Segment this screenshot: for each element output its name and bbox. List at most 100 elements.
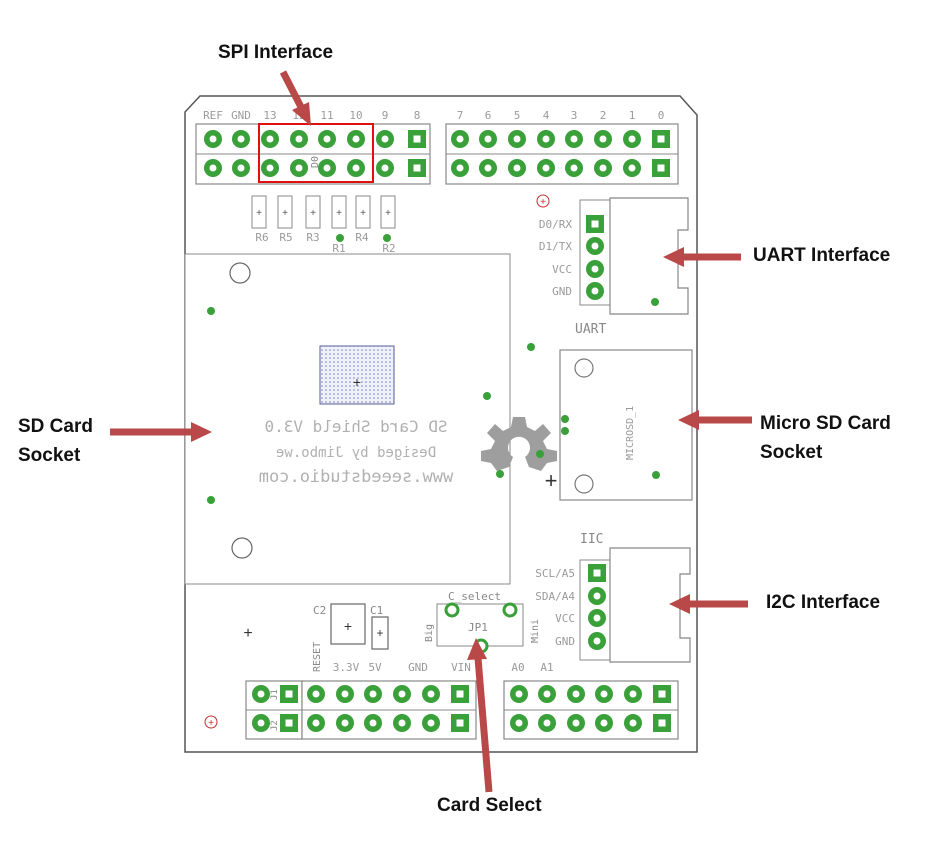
top-pin-label: 8 <box>414 109 421 122</box>
resistor <box>380 195 396 229</box>
resistor-mark: + <box>310 208 316 219</box>
uart-pin-label: GND <box>552 285 572 298</box>
iic-pin-pad-hole <box>593 637 601 645</box>
power-header-pad-hole <box>398 690 406 698</box>
top-right-pad-hole <box>542 135 550 143</box>
sd-socket-hole-bottom <box>231 537 253 559</box>
svg-text:www.seeedstudio.com: www.seeedstudio.com <box>259 467 453 487</box>
top-left-pad-hole <box>381 135 389 143</box>
analog-header-pad-hole <box>572 719 580 727</box>
power-header-pad-hole <box>456 719 464 727</box>
reset-label: RESET <box>312 642 323 672</box>
top-left-pad-hole <box>295 164 303 172</box>
top-right-pad-hole <box>570 135 578 143</box>
bottom-header-power <box>301 680 477 740</box>
resistor-mark: + <box>385 208 391 219</box>
sd-card-socket-outline <box>184 253 511 585</box>
power-header-pad-hole <box>341 690 349 698</box>
top-pin-label: 4 <box>543 109 550 122</box>
resistor-label: R1 <box>332 242 345 255</box>
fiducial-bottom <box>204 715 218 729</box>
top-left-pad-hole <box>323 164 331 172</box>
sd-socket-hole-top <box>229 262 251 284</box>
svg-text:+: + <box>243 625 252 642</box>
resistor-label: R5 <box>279 231 292 244</box>
arrow-micro-sd <box>678 410 752 430</box>
micro-sd-socket <box>559 349 693 501</box>
c-select-label: C_select <box>448 590 501 603</box>
top-right-pad-hole <box>456 135 464 143</box>
bottom-header-analog <box>503 680 679 740</box>
top-pin-label: REF <box>203 109 223 122</box>
analog-header-pad-hole <box>543 719 551 727</box>
j-header-pad-hole <box>257 719 265 727</box>
top-left-pad-hole <box>413 135 421 143</box>
iic-silk-label: IIC <box>580 532 603 547</box>
capacitor-c1 <box>371 616 389 650</box>
top-right-pad-hole <box>599 135 607 143</box>
power-header-pad-hole <box>456 690 464 698</box>
top-right-pad-hole <box>484 135 492 143</box>
top-left-pad-hole <box>323 135 331 143</box>
resistor <box>331 195 347 229</box>
uart-pin-label: D1/TX <box>539 240 572 253</box>
power-header-pad-hole <box>312 690 320 698</box>
analog-header-pad-hole <box>629 690 637 698</box>
top-pin-label: 2 <box>600 109 607 122</box>
analog-pin-label: A1 <box>540 661 553 674</box>
analog-header-pad-hole <box>629 719 637 727</box>
ic-cross-mark: + <box>353 374 361 390</box>
uart-pin-pad-hole <box>591 265 599 273</box>
top-pin-label: 7 <box>457 109 464 122</box>
resistor-mark: + <box>256 208 262 219</box>
top-pin-label: 13 <box>263 109 276 122</box>
top-right-pad-hole <box>456 164 464 172</box>
analog-header-pad-hole <box>600 719 608 727</box>
j-header-pad-hole <box>285 719 293 727</box>
analog-header-pad-hole <box>658 690 666 698</box>
top-right-pad-hole <box>657 164 665 172</box>
arrow-sd-card <box>110 422 212 442</box>
resistor-label: R3 <box>306 231 319 244</box>
svg-text:+: + <box>208 718 214 729</box>
resistor-mark: + <box>282 208 288 219</box>
svg-text:Desiged by Jimbo.we: Desiged by Jimbo.we <box>276 445 436 461</box>
analog-header-pad-hole <box>600 690 608 698</box>
top-left-pad-hole <box>237 164 245 172</box>
top-right-pad-hole <box>628 135 636 143</box>
top-left-pad-hole <box>413 164 421 172</box>
svg-text:+: + <box>376 626 383 640</box>
power-pin-label: 3.3V <box>333 661 360 674</box>
iic-pin-label: VCC <box>555 612 575 625</box>
top-left-pad-hole <box>237 135 245 143</box>
uart-silk-label: UART <box>575 322 606 337</box>
power-header-pad-hole <box>398 719 406 727</box>
c2-label: C2 <box>313 604 326 617</box>
iic-pin-pad-hole <box>593 569 601 577</box>
big-label: Big <box>424 624 435 642</box>
iic-pin-label: GND <box>555 635 575 648</box>
analog-header-pad-hole <box>515 719 523 727</box>
j2-label: J2 <box>270 720 280 731</box>
mirrored-silk-text: SD Card Shield V3.0 Desiged by Jimbo.we … <box>259 417 453 487</box>
top-right-pad-hole <box>513 135 521 143</box>
uart-pin-pad-hole <box>591 220 599 228</box>
resistor-label: R6 <box>255 231 268 244</box>
top-left-pad-hole <box>209 164 217 172</box>
top-right-pad-hole <box>570 164 578 172</box>
top-right-pad-hole <box>657 135 665 143</box>
resistor-label: R2 <box>382 242 395 255</box>
iic-pin-pad-hole <box>593 592 601 600</box>
top-pin-label: 11 <box>320 109 333 122</box>
top-pin-label: 0 <box>658 109 665 122</box>
uart-pin-label: VCC <box>552 263 572 276</box>
card-select-callout: Card Select <box>437 795 542 816</box>
resistor-label: R4 <box>355 231 369 244</box>
resistor <box>355 195 371 229</box>
dotted-ic <box>319 345 395 405</box>
arrow-i2c <box>669 594 748 614</box>
j1-label: J1 <box>270 689 280 700</box>
top-right-pad-hole <box>484 164 492 172</box>
micro-sd-socket-callout: Micro SD Card Socket <box>760 413 891 463</box>
iic-pin-label: SCL/A5 <box>535 567 575 580</box>
